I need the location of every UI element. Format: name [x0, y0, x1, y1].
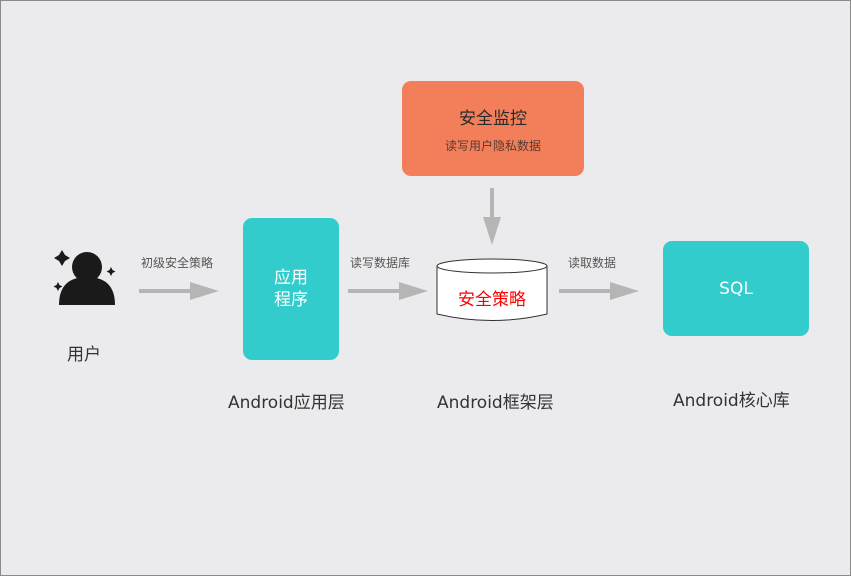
monitor-title: 安全监控 [459, 108, 527, 129]
arrow-user-to-app [139, 282, 219, 300]
user-icon [53, 250, 116, 305]
app-box-line1: 应用 [274, 268, 308, 288]
security-monitor-box[interactable]: 安全监控 读写用户隐私数据 [402, 81, 584, 176]
user-label: 用户 [67, 345, 101, 365]
app-box-line2: 程序 [274, 290, 308, 310]
app-program-box[interactable]: 应用 程序 [243, 218, 339, 360]
database-cylinder-icon [436, 258, 548, 321]
security-policy-label: 安全策略 [458, 290, 526, 310]
edge-label-read-write-db: 读写数据库 [350, 256, 411, 270]
edge-label-initial-policy: 初级安全策略 [141, 256, 214, 270]
sparkle-icon [54, 250, 70, 266]
caption-framework-layer: Android框架层 [437, 393, 554, 413]
arrow-app-to-framework [348, 282, 428, 300]
sql-box[interactable]: SQL [663, 241, 809, 336]
arrow-monitor-to-policy [483, 188, 501, 245]
caption-core-lib: Android核心库 [673, 391, 790, 411]
monitor-subtitle: 读写用户隐私数据 [444, 138, 541, 153]
caption-app-layer: Android应用层 [228, 393, 345, 413]
sql-label: SQL [719, 278, 753, 299]
edge-label-read-data: 读取数据 [568, 256, 617, 270]
arrow-framework-to-sql [559, 282, 639, 300]
